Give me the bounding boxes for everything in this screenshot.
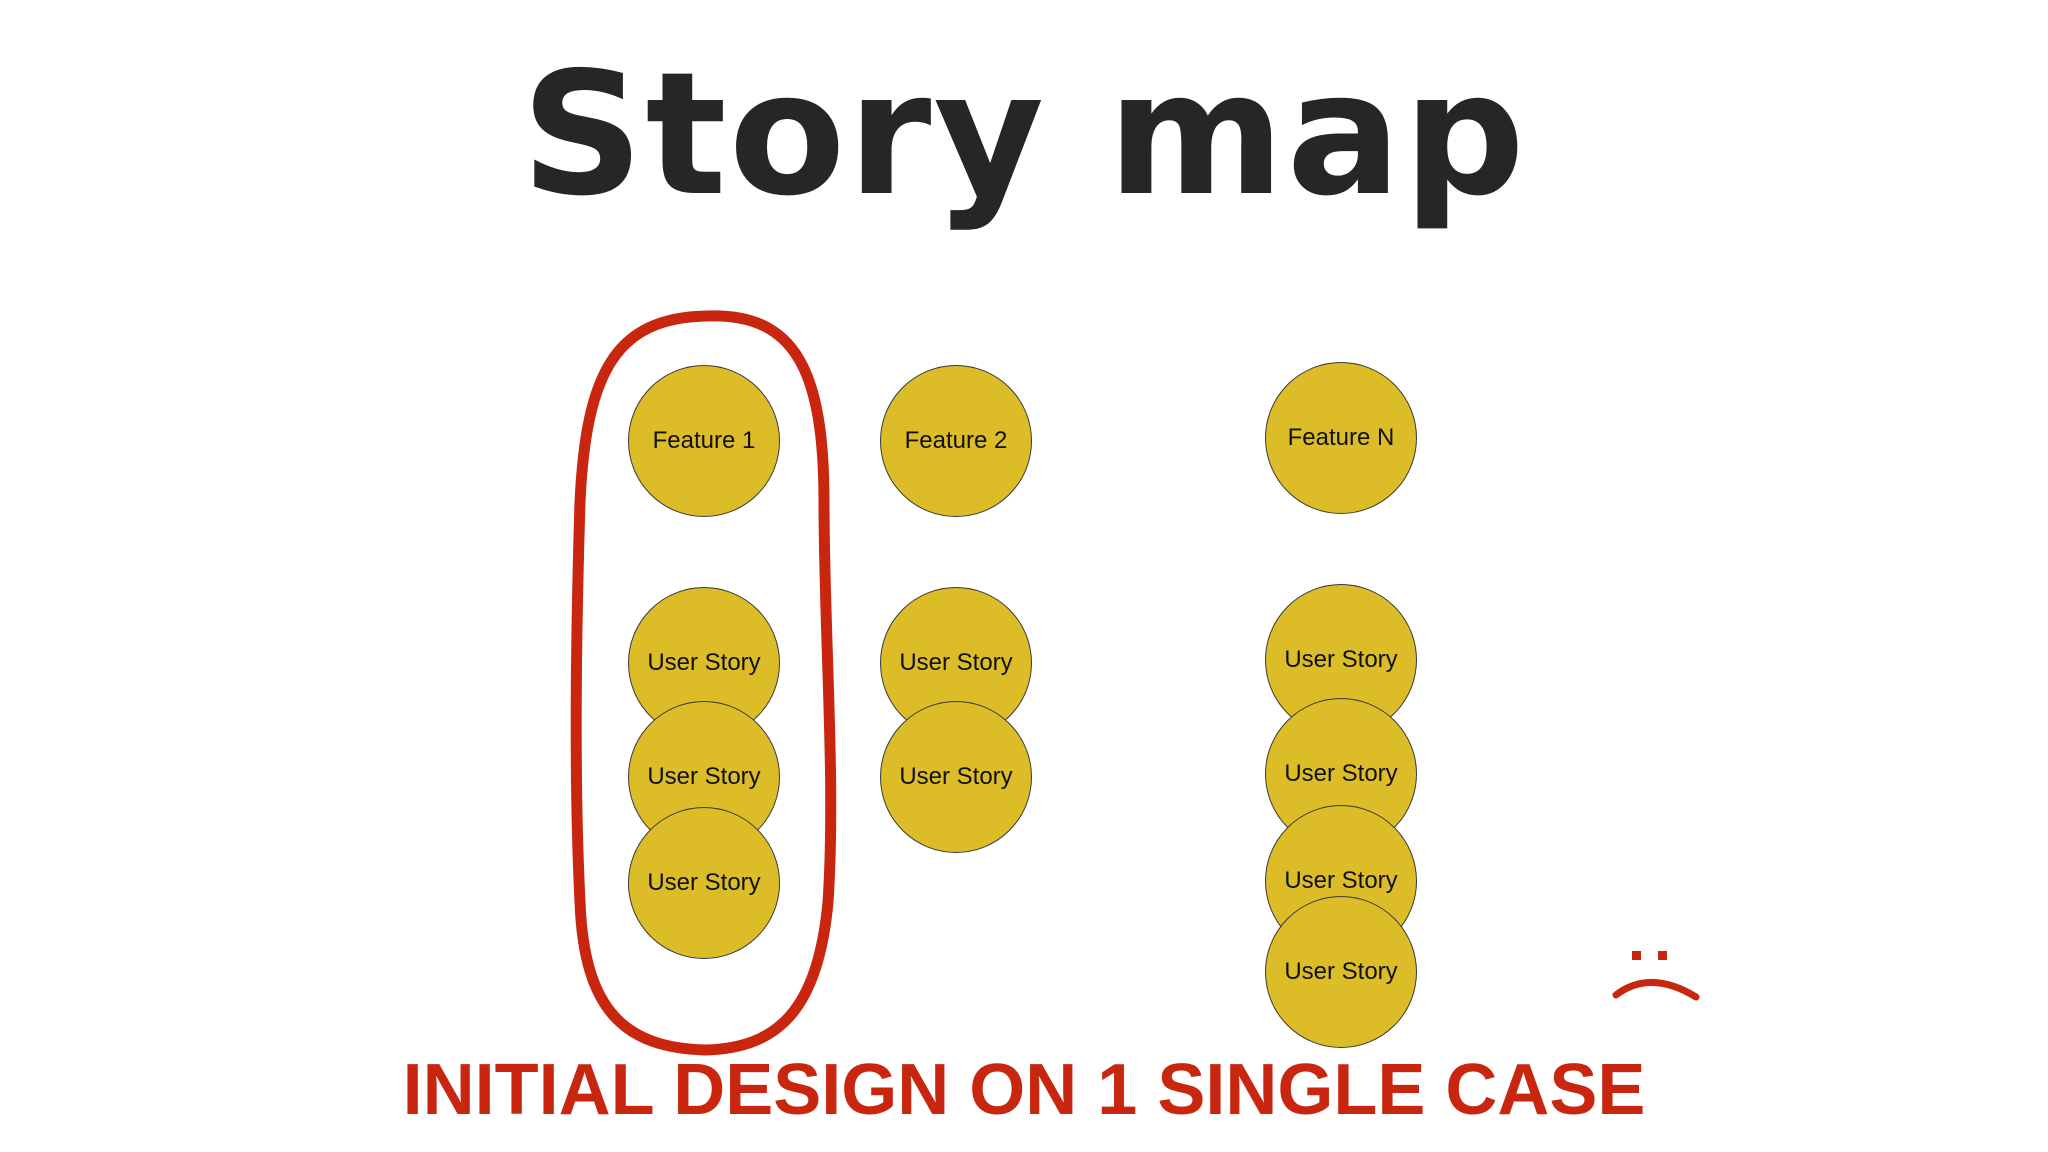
- story-label: User Story: [1284, 646, 1398, 673]
- story-label: User Story: [1284, 867, 1398, 894]
- story-label: User Story: [899, 763, 1013, 790]
- story-label: User Story: [1284, 760, 1398, 787]
- feature-label-1: Feature 1: [652, 427, 756, 454]
- feature-label-n: Feature N: [1287, 424, 1395, 451]
- story-label: User Story: [647, 649, 761, 676]
- story-label: User Story: [647, 763, 761, 790]
- title: Story map: [521, 36, 1527, 234]
- sad-face-icon: [1612, 951, 1700, 1001]
- caption: INITIAL DESIGN ON 1 SINGLE CASE: [402, 1050, 1646, 1130]
- feature-node-2: Feature 2: [880, 365, 1032, 517]
- feature-node-n: Feature N: [1265, 362, 1417, 514]
- feature-label-2: Feature 2: [904, 427, 1008, 454]
- feature-node-1: Feature 1: [628, 365, 780, 517]
- story-label: User Story: [899, 649, 1013, 676]
- highlight-outline: [570, 310, 837, 1056]
- story-node-n-4: User Story: [1265, 896, 1417, 1048]
- story-node-1-1: User Story: [628, 587, 780, 739]
- story-label: User Story: [1284, 958, 1398, 985]
- story-node-2-2: User Story: [880, 701, 1032, 853]
- story-label: User Story: [647, 869, 761, 896]
- story-node-1-3: User Story: [628, 807, 780, 959]
